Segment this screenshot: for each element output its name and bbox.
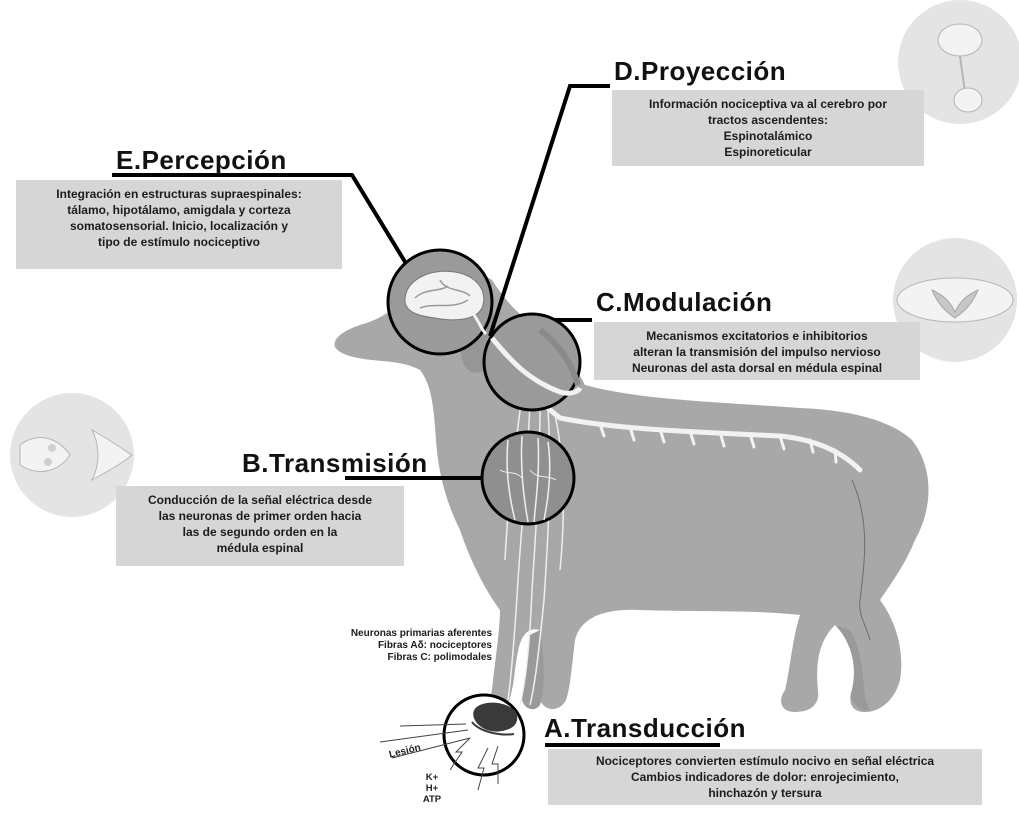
stage-e-line: somatosensorial. Inicio, localización y [24, 218, 334, 234]
stage-d-line: Espinotalámico [620, 128, 916, 144]
afferent-note-line: Neuronas primarias aferentes [306, 628, 492, 640]
stage-e-description: Integración en estructuras supraespinale… [16, 180, 342, 269]
stage-b-line: Conducción de la señal eléctrica desde [124, 492, 396, 508]
dog-front-leg-shadow [522, 630, 544, 709]
stage-c-heading: C.Modulación [596, 287, 772, 318]
stage-e-heading: E.Percepción [116, 145, 287, 176]
stage-b-line: médula espinal [124, 540, 396, 556]
brain-inset [388, 250, 492, 354]
stage-d-heading: D.Proyección [614, 56, 786, 87]
stage-c-line: alteran la transmisión del impulso nervi… [602, 344, 912, 360]
stage-c-line: Mecanismos excitatorios e inhibitorios [602, 328, 912, 344]
stage-a-line: hinchazón y tersura [556, 785, 974, 801]
stage-b-line: las de segundo orden en la [124, 524, 396, 540]
stage-a-line: Nociceptores convierten estímulo nocivo … [556, 753, 974, 769]
nerve-inset [482, 432, 574, 524]
stage-d-line: Espinoreticular [620, 144, 916, 160]
afferent-neurons-note: Neuronas primarias aferentes Fibras Aδ: … [306, 628, 492, 664]
afferent-note-line: Fibras C: polimodales [306, 652, 492, 664]
afferent-note-line: Fibras Aδ: nociceptores [306, 640, 492, 652]
stage-d-description: Información nociceptiva va al cerebro po… [612, 90, 924, 166]
stage-b-heading: B.Transmisión [242, 448, 428, 479]
spinal-inset [484, 314, 580, 410]
stage-c-description: Mecanismos excitatorios e inhibitorios a… [594, 322, 920, 380]
stage-a-line: Cambios indicadores de dolor: enrojecimi… [556, 769, 974, 785]
mediator-list: K+ H+ ATP [418, 772, 446, 805]
stage-e-line: tálamo, hipotálamo, amigdala y corteza [24, 202, 334, 218]
stage-c-line: Neuronas del asta dorsal en médula espin… [602, 360, 912, 376]
stage-b-description: Conducción de la señal eléctrica desde l… [116, 486, 404, 566]
mediator-item: H+ [418, 783, 446, 794]
mediator-item: K+ [418, 772, 446, 783]
stage-b-line: las neuronas de primer orden hacia [124, 508, 396, 524]
mediator-item: ATP [418, 794, 446, 805]
stage-d-line: tractos ascendentes: [620, 112, 916, 128]
stage-e-line: tipo de estímulo nociceptivo [24, 234, 334, 250]
paw-inset [444, 695, 524, 775]
leader-d [490, 86, 610, 336]
stage-d-line: Información nociceptiva va al cerebro po… [620, 96, 916, 112]
stage-a-description: Nociceptores convierten estímulo nocivo … [548, 749, 982, 805]
stage-e-line: Integración en estructuras supraespinale… [24, 186, 334, 202]
stage-a-heading: A.Transducción [544, 713, 746, 744]
